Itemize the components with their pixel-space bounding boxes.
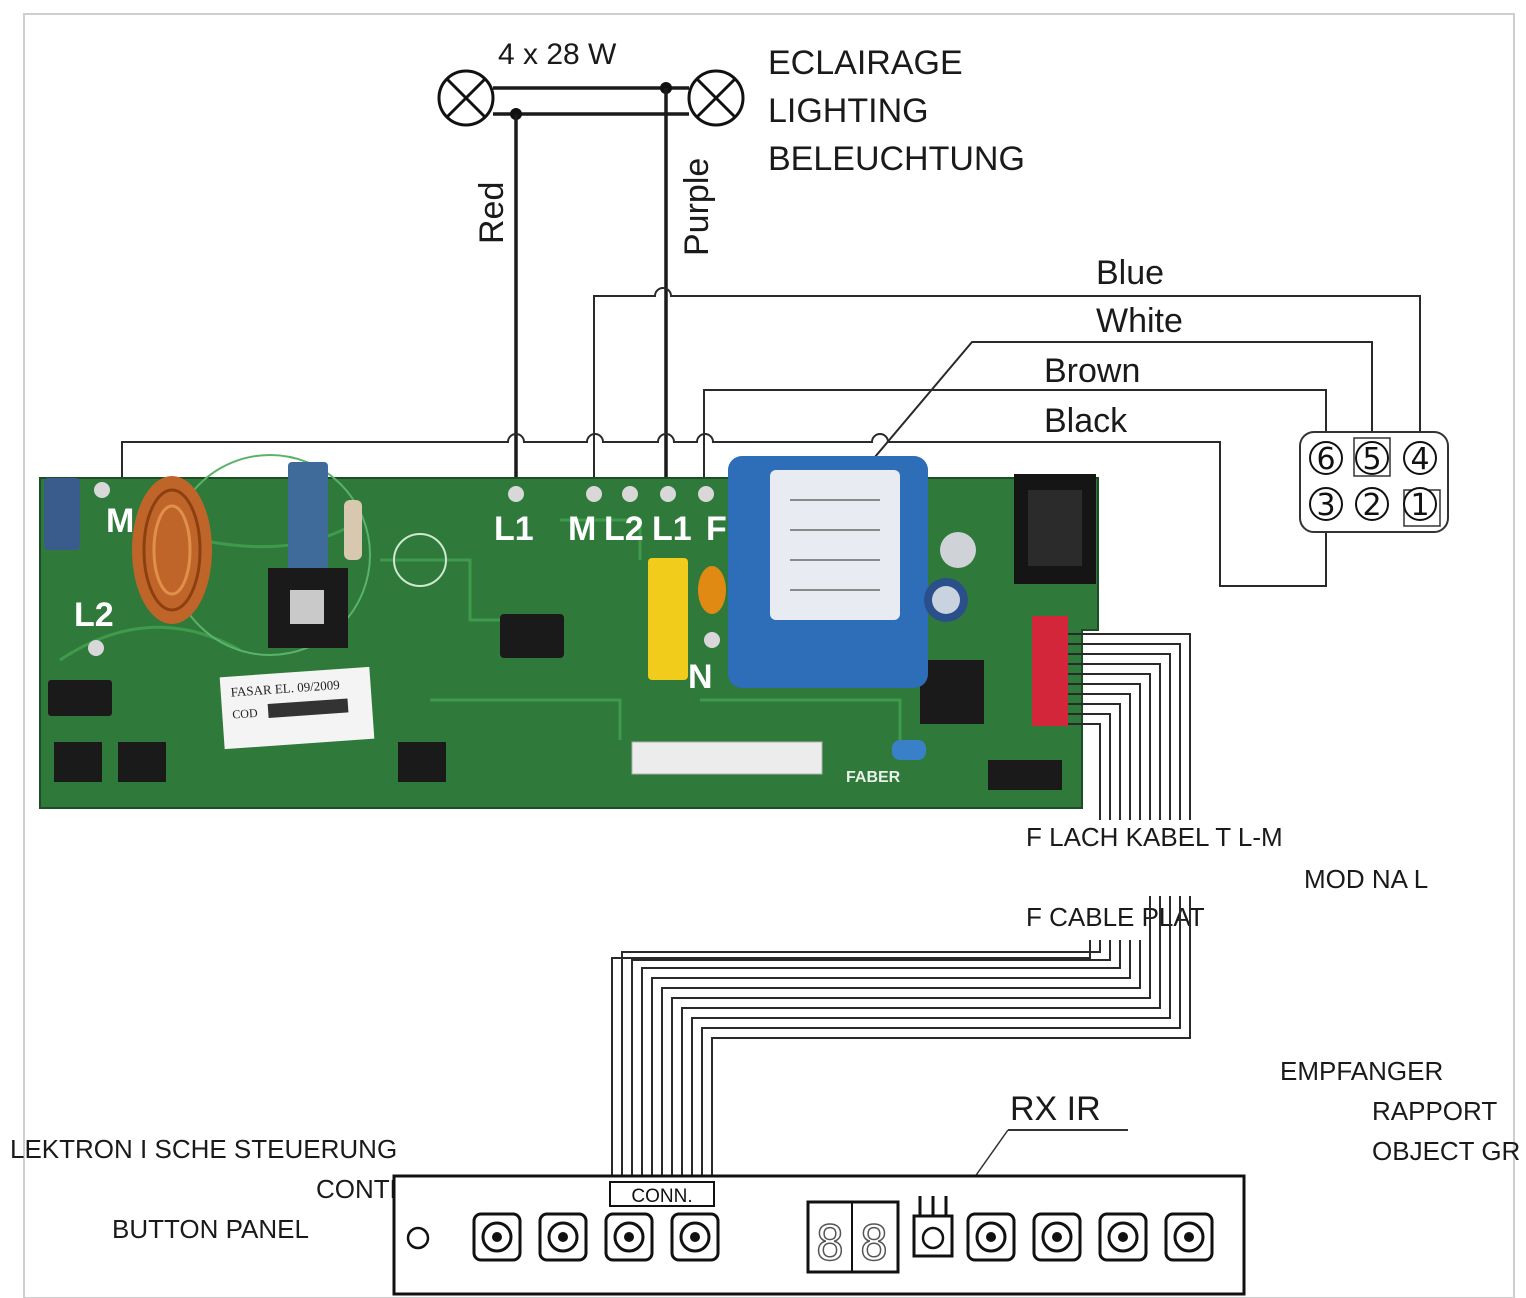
- lamp-right-icon: [687, 69, 745, 127]
- terminal-m-left: M: [106, 502, 134, 540]
- receiver-label-1: EMPFANGER: [1280, 1056, 1443, 1086]
- cod-marking: COD: [232, 706, 259, 722]
- display-digit-1: 8: [816, 1216, 845, 1272]
- pin-2-label: 2: [1362, 488, 1381, 523]
- ribbon-cable-lower: [611, 896, 1191, 1182]
- lighting-label-fr: ECLAIRAGE: [768, 44, 963, 82]
- lamp-power-label: 4 x 28 W: [498, 38, 617, 71]
- panel-button-5[interactable]: [966, 1212, 1016, 1262]
- blue-wire-label: Blue: [1096, 254, 1164, 292]
- panel-button-2[interactable]: [538, 1212, 588, 1262]
- six-pin-connector: 6 5 4 3 2 1: [1299, 431, 1449, 533]
- terminal-l2: L2: [604, 510, 644, 548]
- transformer-icon: [728, 456, 928, 688]
- pin-4-label: 4: [1410, 442, 1429, 477]
- display-digit-2: 8: [860, 1216, 889, 1272]
- terminal-l1: L1: [494, 510, 534, 548]
- ribbon-connector-icon: [1032, 616, 1068, 726]
- terminal-l2-left: L2: [74, 596, 114, 634]
- seven-segment-display: 8 8: [806, 1200, 900, 1274]
- rx-ir-label: RX IR: [1010, 1090, 1101, 1128]
- microcontroller-icon: [920, 660, 984, 724]
- white-wire-label: White: [1096, 302, 1183, 340]
- panel-button-1[interactable]: [472, 1212, 522, 1262]
- panel-button-3[interactable]: [604, 1212, 654, 1262]
- pin-3-label: 3: [1316, 488, 1335, 523]
- flat-cable-label: F LACH KABEL T L-M: [1026, 822, 1283, 852]
- terminal-f: F: [706, 510, 727, 548]
- control-panel: CONN. 8 8: [392, 1174, 1246, 1296]
- purple-wire-label: Purple: [678, 158, 716, 256]
- brown-wire-label: Brown: [1044, 352, 1140, 390]
- control-label-3: BUTTON PANEL: [112, 1214, 309, 1244]
- panel-button-4[interactable]: [670, 1212, 720, 1262]
- receiver-label-3: OBJECT GR: [1372, 1136, 1520, 1166]
- ribbon-cable: [1068, 633, 1191, 820]
- resistor-icon: [344, 500, 362, 560]
- terminal-m: M: [568, 510, 596, 548]
- pcb-sticker: FASAR EL. 09/2009 COD: [219, 666, 375, 750]
- conn-box: [609, 1181, 715, 1207]
- panel-button-7[interactable]: [1098, 1212, 1148, 1262]
- black-wire-label: Black: [1044, 402, 1128, 440]
- black-wire: [121, 433, 1327, 587]
- brown-wire: [703, 389, 1327, 488]
- pin-5-label: 5: [1362, 442, 1381, 477]
- pin-6-label: 6: [1316, 442, 1335, 477]
- red-wire-label: Red: [473, 182, 511, 244]
- conn-label: CONN.: [631, 1186, 692, 1207]
- panel-button-6[interactable]: [1032, 1212, 1082, 1262]
- pcb-board: FASAR EL. 09/2009 COD FABER M L2 L1 M L2…: [39, 454, 1099, 809]
- terminal-l1b: L1: [652, 510, 692, 548]
- diagram-border: [23, 13, 1515, 1298]
- yellow-capacitor-icon: [648, 558, 688, 680]
- lighting-label-en: LIGHTING: [768, 92, 929, 130]
- lamp-left-icon: [437, 69, 495, 127]
- cable-plate-label: F CABLE PLAT: [1026, 902, 1205, 932]
- pin-1-label: 1: [1410, 488, 1429, 523]
- faber-marking: FABER: [846, 769, 901, 786]
- inductor-coil-icon: [132, 476, 212, 624]
- terminal-n: N: [688, 658, 713, 696]
- receiver-label-2: RAPPORT: [1372, 1096, 1497, 1126]
- led-indicator-icon: [406, 1226, 430, 1250]
- flat-cable-label-2: MOD NA L: [1304, 864, 1428, 894]
- lighting-label-de: BELEUCHTUNG: [768, 140, 1025, 178]
- blue-wire: [593, 287, 1421, 488]
- ir-receiver-icon: [912, 1196, 954, 1258]
- control-label-de: LEKTRON I SCHE STEUERUNG: [10, 1134, 397, 1164]
- panel-button-8[interactable]: [1164, 1212, 1214, 1262]
